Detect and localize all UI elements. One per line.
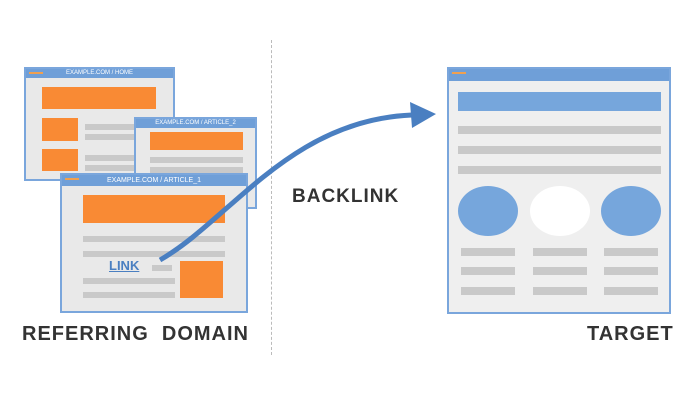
text-line: [83, 251, 225, 257]
backlink-label: BACKLINK: [292, 186, 400, 207]
text-line: [461, 287, 515, 295]
image-block: [42, 149, 78, 171]
window-dots-icon: [29, 72, 43, 74]
arrow-head-icon: [410, 102, 436, 128]
text-line: [83, 292, 175, 298]
text-line: [461, 267, 515, 275]
title-bar: EXAMPLE.COM / ARTICLE_1: [62, 175, 246, 186]
text-line: [85, 155, 145, 161]
link-text[interactable]: LINK: [109, 258, 140, 273]
title-bar: EXAMPLE.COM / HOME: [26, 69, 173, 78]
text-line: [604, 248, 658, 256]
window-dots-icon: [452, 72, 466, 74]
banner: [150, 132, 243, 150]
banner: [83, 195, 225, 223]
window-title: EXAMPLE.COM / HOME: [65, 70, 133, 76]
banner: [42, 87, 156, 109]
text-line: [458, 166, 661, 174]
text-line: [604, 267, 658, 275]
text-line: [458, 146, 661, 154]
text-line: [83, 236, 225, 242]
title-bar: EXAMPLE.COM / ARTICLE_2: [136, 119, 255, 128]
text-line: [150, 167, 243, 173]
text-line: [85, 124, 145, 130]
text-line: [458, 126, 661, 134]
window-target: [447, 67, 671, 314]
image-block: [42, 118, 78, 141]
text-line: [533, 248, 587, 256]
referring-domain-label: REFERRING DOMAIN: [22, 323, 249, 345]
window-title: EXAMPLE.COM / ARTICLE_1: [106, 177, 201, 184]
circle-white: [530, 186, 590, 236]
circle-blue: [458, 186, 518, 236]
target-label: TARGET: [587, 323, 674, 345]
title-bar: [449, 69, 669, 81]
text-line: [150, 157, 243, 163]
text-line: [85, 134, 145, 140]
text-line: [83, 278, 175, 284]
image-block: [180, 261, 223, 298]
text-line: [604, 287, 658, 295]
text-line: [461, 248, 515, 256]
text-line: [533, 287, 587, 295]
header-bar: [458, 92, 661, 111]
window-article-1: EXAMPLE.COM / ARTICLE_1 LINK: [60, 173, 248, 313]
arrow-curve: [158, 112, 413, 263]
window-dots-icon: [65, 178, 79, 180]
text-line: [85, 165, 145, 171]
circle-blue: [601, 186, 661, 236]
text-line: [533, 267, 587, 275]
text-line: [152, 265, 172, 271]
divider: [271, 40, 272, 355]
window-title: EXAMPLE.COM / ARTICLE_2: [155, 120, 236, 126]
